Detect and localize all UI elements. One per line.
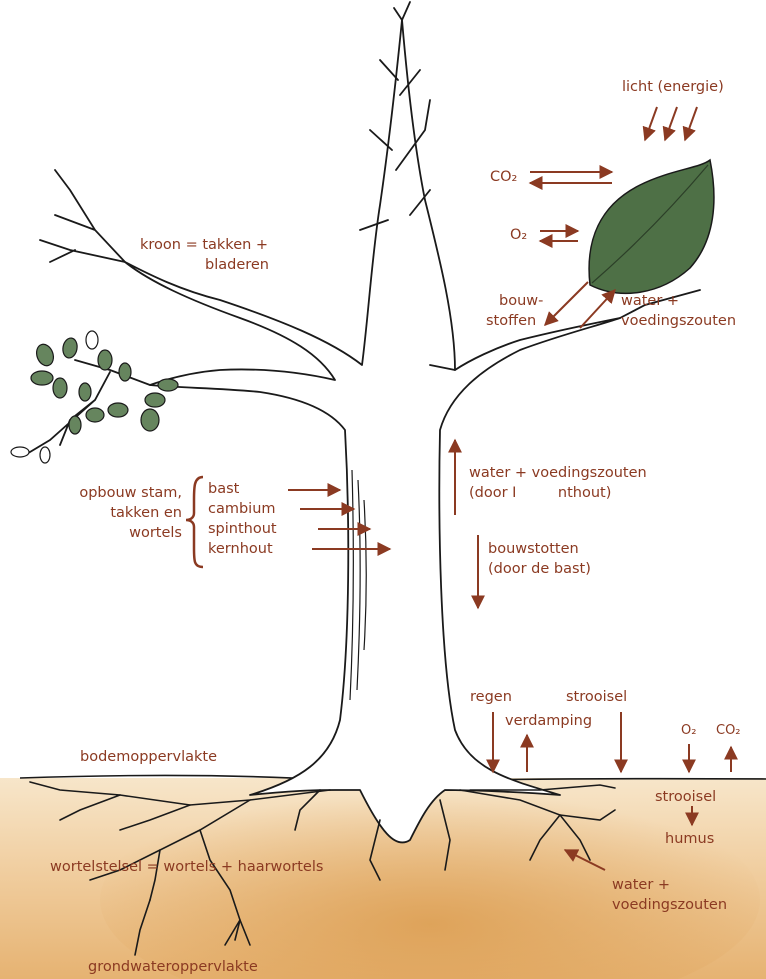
opbouw-bracket — [186, 477, 203, 567]
bouwstoffen-trunk-label-line1: bouwstotten — [488, 540, 579, 558]
bast-label: bast — [208, 480, 239, 498]
light-arrow-1 — [645, 107, 657, 140]
cambium-label: cambium — [208, 500, 276, 518]
bouwstoffen-leaf-label-line2: stoffen — [486, 312, 536, 330]
co2-label: CO₂ — [490, 168, 517, 186]
water-root-label-line2: voedingszouten — [612, 896, 727, 914]
o2-label: O₂ — [510, 226, 527, 244]
light-arrow-3 — [685, 107, 697, 140]
bouwstoffen-trunk-label-line2: (door de bast) — [488, 560, 591, 578]
licht-label: licht (energie) — [622, 78, 724, 96]
co2-soil-label: CO₂ — [716, 722, 741, 740]
opbouw-label-line2: takken en — [65, 504, 182, 522]
humus-label: humus — [665, 830, 714, 848]
water-root-label-line1: water + — [612, 876, 670, 894]
o2-soil-label: O₂ — [681, 722, 696, 740]
bouwstoffen-leaf-arrow — [545, 282, 588, 325]
opbouw-label-line1: opbouw stam, — [65, 484, 182, 502]
light-arrow-2 — [665, 107, 677, 140]
opbouw-label-line3: wortels — [65, 524, 182, 542]
bouwstoffen-leaf-label-line1: bouw- — [499, 292, 543, 310]
strooisel-top-label: strooisel — [566, 688, 627, 706]
water-leaf-label-line1: water + — [621, 292, 679, 310]
spinthout-label: spinthout — [208, 520, 277, 538]
kroon-label-line2: bladeren — [205, 256, 269, 274]
kroon-label-line1: kroon = takken + — [140, 236, 268, 254]
water-trunk-label-line2: (door I nthout) — [469, 484, 611, 502]
strooisel-soil-label: strooisel — [655, 788, 716, 806]
big-leaf — [589, 160, 714, 293]
grondwateroppervlakte-label: grondwateroppervlakte — [88, 958, 258, 976]
wortelstelsel-label: wortelstelsel = wortels + haarwortels — [50, 858, 323, 876]
kernhout-label: kernhout — [208, 540, 273, 558]
bodemoppervlakte-label: bodemoppervlakte — [80, 748, 217, 766]
small-leaves — [11, 331, 178, 463]
water-trunk-label-line1: water + voedingszouten — [469, 464, 647, 482]
verdamping-label: verdamping — [505, 712, 592, 730]
regen-label: regen — [470, 688, 512, 706]
water-leaf-label-line2: voedingszouten — [621, 312, 736, 330]
